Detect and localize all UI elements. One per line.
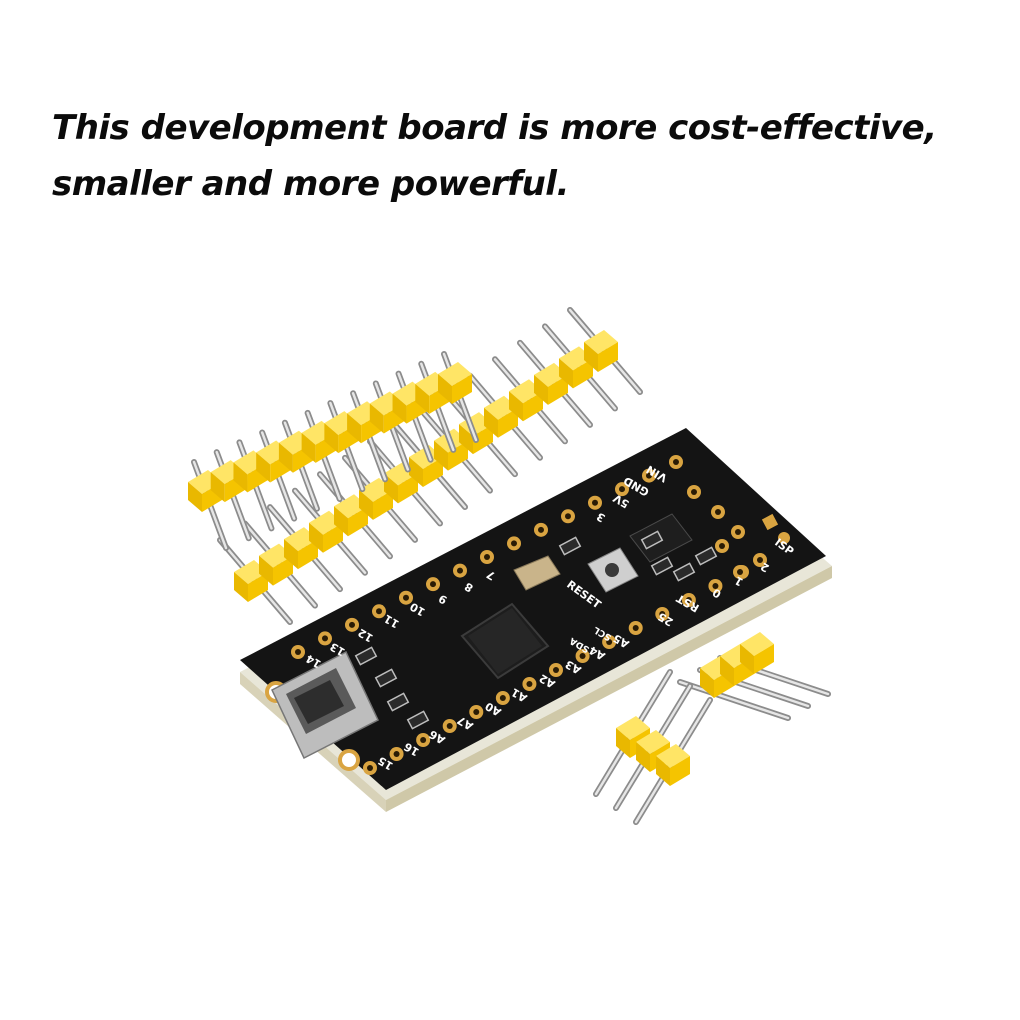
pcb-surface [240,428,826,790]
header-plastic-top [636,730,670,754]
short-pin-header-b [593,669,713,825]
micro-usb-connector [271,650,379,760]
smd-part [650,556,674,576]
smd-part [694,546,718,566]
mcu-chip [460,602,550,680]
short-pin-header-a [677,632,831,721]
smd-part [374,668,398,688]
pcb-board: RESET ISP VIN GND 5V RST 25 0 1 2 3 7 8 … [240,428,832,812]
header-plastic-top [438,362,472,386]
headline-line-1: This development board is more cost-effe… [52,108,937,148]
header-plastic-top [656,744,690,768]
smd-part [558,536,582,556]
crystal [513,555,561,591]
smd-part [406,710,430,730]
smd-part [672,562,696,582]
smd-components [354,530,718,730]
upper-pin-header [188,351,479,551]
smd-part [354,646,378,666]
smd-part [386,692,410,712]
headline: This development board is more cost-effe… [52,100,952,212]
mounting-hole [338,749,360,771]
gpio-pads [291,455,767,775]
header-plastic-top [616,716,650,740]
header-plastic-top [584,330,618,354]
reset-button [587,547,639,593]
headline-line-2: smaller and more powerful. [52,164,569,204]
smd-part [640,530,664,550]
isp-pads [761,513,790,544]
header-plastic-top [740,632,774,656]
